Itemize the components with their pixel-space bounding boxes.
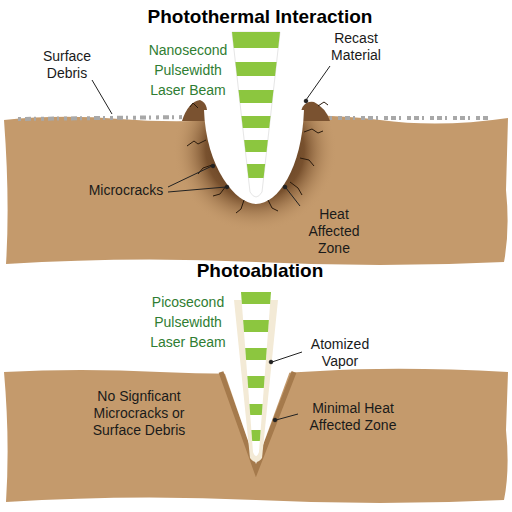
part-label: Recast Material — [318, 30, 394, 64]
beam-label: Picosecond Pulsewidth Laser Beam — [143, 292, 233, 352]
recast-material — [182, 100, 207, 121]
recast-material — [300, 102, 330, 121]
laser-beam — [220, 32, 300, 197]
part-label: Heat Affected Zone — [296, 206, 372, 257]
part-label: Atomized Vapor — [302, 336, 378, 370]
note-label: No Signficant Microcracks or Surface Deb… — [74, 388, 204, 439]
part-label: Surface Debris — [30, 48, 104, 82]
beam-label: Nanosecond Pulsewidth Laser Beam — [143, 40, 233, 100]
part-label: Microcracks — [84, 182, 168, 199]
part-label: Minimal Heat Affected Zone — [298, 400, 408, 434]
leader-lines — [92, 66, 330, 422]
heading: Photothermal Interaction — [4, 6, 512, 28]
material-slab — [4, 68, 508, 265]
heading: Photoablation — [4, 260, 512, 282]
laser-beam — [230, 292, 280, 456]
